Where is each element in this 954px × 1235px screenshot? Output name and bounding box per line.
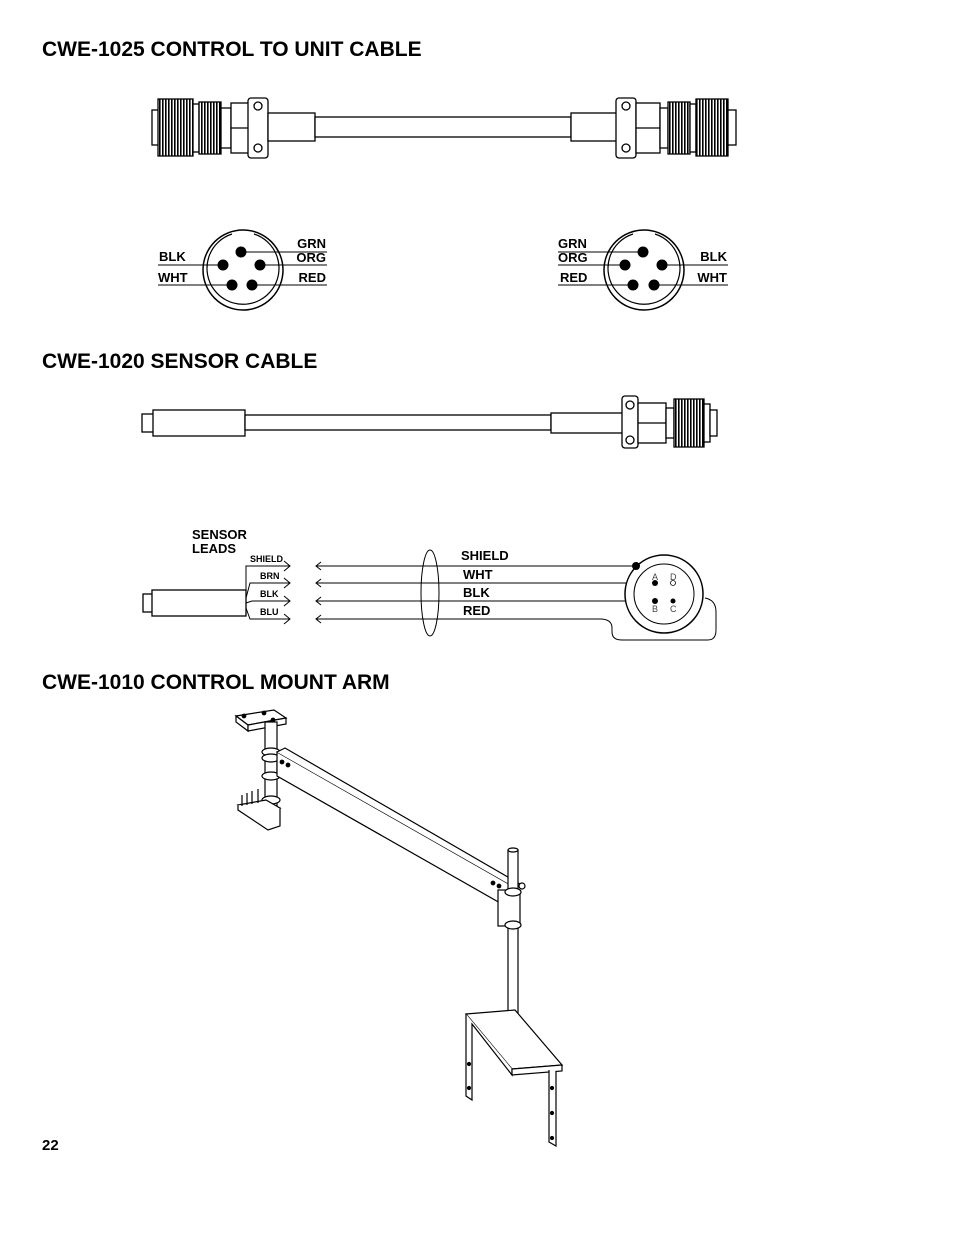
page-number: 22 <box>42 1137 59 1154</box>
label-org: ORG <box>296 250 326 265</box>
pin-letter-a: A <box>652 572 658 582</box>
sensor-leads-label-2: LEADS <box>192 541 236 556</box>
pin-letter-c: C <box>670 604 677 614</box>
section-title-unit-cable: CWE-1025 CONTROL TO UNIT CABLE <box>42 38 422 61</box>
connector-face-left: BLK WHT GRN ORG RED <box>158 229 327 311</box>
lead-label-blu: BLU <box>260 607 279 617</box>
mount-arm-drawing <box>234 709 564 1148</box>
lead-label-brn: BRN <box>260 571 280 581</box>
label-wht: WHT <box>158 270 188 285</box>
label-red: RED <box>560 270 587 285</box>
section-title-mount-arm: CWE-1010 CONTROL MOUNT ARM <box>42 671 390 694</box>
label-blk: BLK <box>700 249 727 264</box>
lead-label-shield: SHIELD <box>250 554 284 564</box>
wire-label-wht: WHT <box>463 567 493 582</box>
sensor-wiring-diagram: SENSOR LEADS SHIELD BRN BLK BLU <box>142 527 717 641</box>
label-wht: WHT <box>697 270 727 285</box>
wire-label-blk: BLK <box>463 585 490 600</box>
label-grn: GRN <box>558 236 587 251</box>
lead-label-blk: BLK <box>260 589 279 599</box>
unit-cable-drawing <box>151 97 737 159</box>
section-title-sensor-cable: CWE-1020 SENSOR CABLE <box>42 350 318 373</box>
sensor-cable-drawing <box>141 395 718 449</box>
wire-label-red: RED <box>463 603 490 618</box>
label-grn: GRN <box>297 236 326 251</box>
wire-label-shield: SHIELD <box>461 548 509 563</box>
label-blk: BLK <box>159 249 186 264</box>
connector-face-right: GRN ORG RED BLK WHT <box>558 229 728 311</box>
sensor-leads-label-1: SENSOR <box>192 527 248 542</box>
label-org: ORG <box>558 250 588 265</box>
pin-letter-d: D <box>670 572 677 582</box>
label-red: RED <box>299 270 326 285</box>
pin-letter-b: B <box>652 604 658 614</box>
